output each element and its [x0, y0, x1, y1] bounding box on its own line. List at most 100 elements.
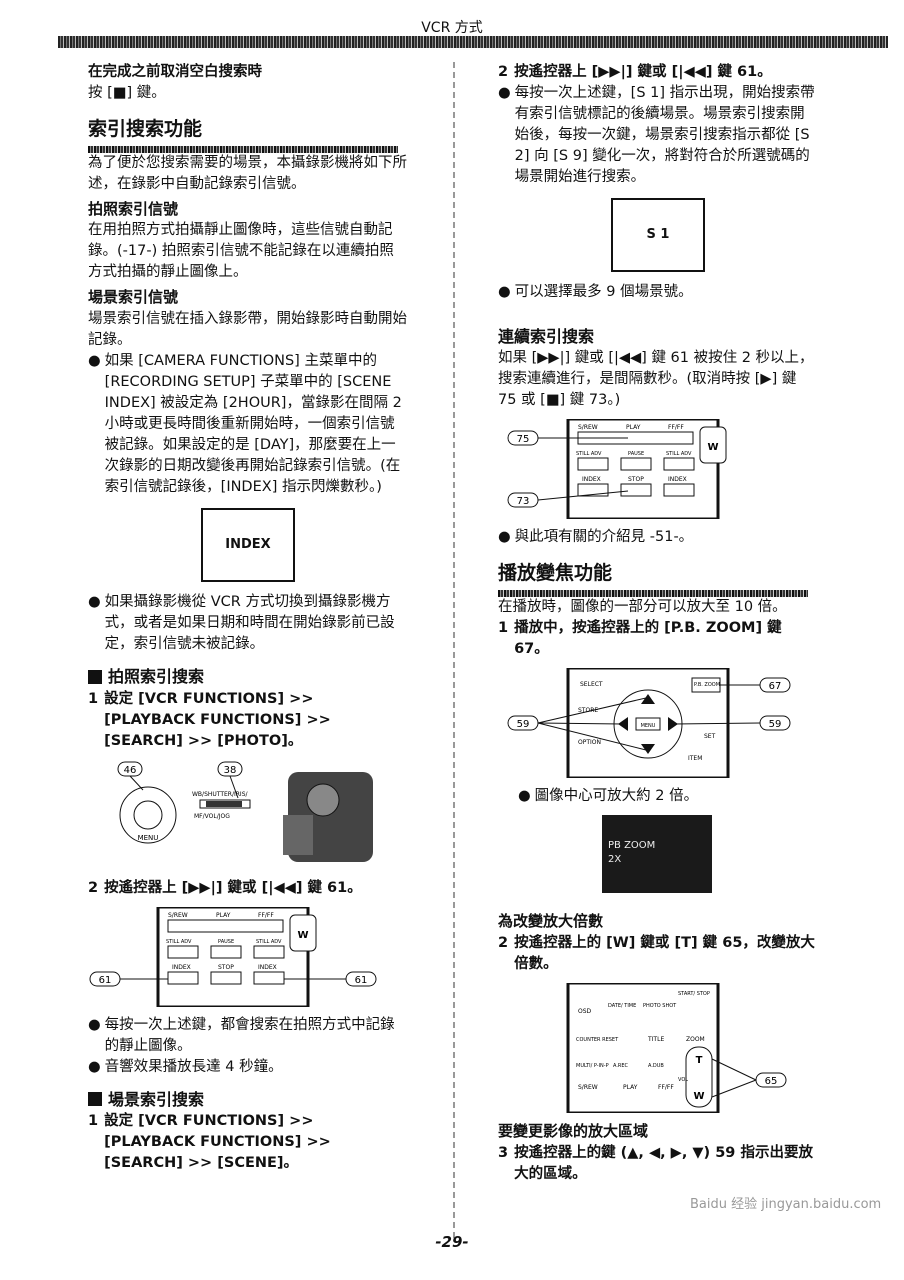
counter-label: COUNTER RESET	[576, 1037, 619, 1043]
step-text: 按遙控器上的鍵 (▲, ◀, ▶, ▼) 59 指示出要放大的區域。	[514, 1144, 813, 1182]
bullet-dot-icon: ●	[498, 85, 511, 102]
bullet-scene-index: ● 如果 [CAMERA FUNCTIONS] 主菜單中的 [RECORDING…	[88, 351, 408, 498]
page-number: -29-	[435, 1233, 469, 1251]
ff-label: FF/FF	[658, 1084, 674, 1091]
photo-bullet-1: ● 每按一次上述鍵，都會搜索在拍照方式中記錄的靜止圖像。	[88, 1015, 408, 1057]
srew-label: S/REW	[168, 912, 188, 919]
stop-label: STOP	[218, 964, 234, 971]
pause-label: PAUSE	[218, 939, 234, 945]
magnification-step-2: 2 按遙控器上的 [W] 鍵或 [T] 鍵 65，改變放大倍數。	[498, 933, 818, 975]
zoom-label: ZOOM	[686, 1036, 705, 1043]
remote-index-figure-left: W S/REW PLAY FF/FF STILL ADV PAUSE STILL…	[89, 906, 377, 1007]
bullet-dot-icon: ●	[88, 353, 101, 370]
bullet-text: 音響效果播放長達 4 秒鐘。	[104, 1058, 283, 1075]
ref-65: 65	[765, 1076, 778, 1087]
magnification-title: 為改變放大倍數	[498, 911, 604, 930]
area-step-3: 3 按遙控器上的鍵 (▲, ◀, ▶, ▼) 59 指示出要放大的區域。	[498, 1143, 818, 1185]
step-text: 按遙控器上 [▶▶|] 鍵或 [|◀◀] 鍵 61。	[104, 879, 362, 896]
zoom-screen-image: PB ZOOM 2X	[602, 814, 712, 893]
zoom-step-1: 1 播放中，按遙控器上的 [P.B. ZOOM] 鍵 67。	[498, 618, 818, 660]
step-text: 按遙控器上的 [W] 鍵或 [T] 鍵 65，改變放大倍數。	[514, 934, 815, 972]
remote-continuous-figure: W S/REW PLAY FF/FF STILL ADV PAUSE STILL…	[507, 419, 727, 520]
osd-label: OSD	[578, 1008, 592, 1015]
step-number: 2	[88, 879, 99, 896]
pause-label: PAUSE	[628, 451, 644, 457]
remote-magnification-figure: OSD DATE/ TIME PHOTO SHOT START/ STOP CO…	[566, 982, 787, 1113]
vol-label: VOL	[678, 1077, 688, 1083]
bullet-text: 每按一次上述鍵，[S 1] 指示出現，開始搜索帶有索引信號標記的後續場景。場景索…	[514, 85, 815, 186]
s1-display-box: S 1	[611, 198, 705, 273]
ref-38-label: 38	[224, 765, 237, 776]
store-label: STORE	[578, 707, 598, 714]
bullet-dot-icon: ●	[498, 529, 511, 546]
play-label: PLAY	[626, 424, 641, 431]
step-number: 1	[498, 619, 509, 636]
bullet-text: 每按一次上述鍵，都會搜索在拍照方式中記錄的靜止圖像。	[104, 1016, 395, 1054]
bullet-text: 可以選擇最多 9 個場景號。	[514, 284, 693, 301]
continuous-ref: ● 與此項有關的介紹見 -51-。	[498, 527, 818, 548]
scene-bullet-2: ● 可以選擇最多 9 個場景號。	[498, 282, 818, 303]
scene-search-heading: 場景索引搜索	[88, 1088, 408, 1111]
set-label: SET	[704, 733, 716, 740]
step-text: 播放中，按遙控器上的 [P.B. ZOOM] 鍵 67。	[514, 619, 782, 657]
stop-label: STOP	[628, 476, 644, 483]
bullet-dot-icon: ●	[88, 1058, 101, 1075]
adub-label: A.DUB	[648, 1063, 664, 1069]
srew-label: S/REW	[578, 1084, 598, 1091]
zoom-screen-level: 2X	[608, 854, 622, 866]
step-number: 2	[498, 64, 509, 80]
bullet-text: 如果 [CAMERA FUNCTIONS] 主菜單中的 [RECORDING S…	[104, 353, 402, 496]
bullet-mode-switch: ● 如果攝錄影機從 VCR 方式切換到攝錄影機方式，或者是如果日期和時間在開始錄…	[88, 592, 408, 655]
right-column: 2 按遙控器上 [▶▶|] 鍵或 [|◀◀] 鍵 61。 ● 每按一次上述鍵，[…	[498, 62, 818, 1185]
ref-46-label: 46	[124, 765, 137, 776]
wb-label: WB/SHUTTER/IRIS/	[192, 791, 249, 798]
index-search-heading: 索引搜索功能	[88, 118, 203, 141]
step-number: 2	[498, 934, 509, 951]
srew-label: S/REW	[578, 424, 598, 431]
zoom-intro: 在播放時，圖像的一部分可以放大至 10 倍。	[498, 598, 787, 615]
step-text: 設定 [VCR FUNCTIONS] >> [PLAYBACK FUNCTION…	[104, 690, 331, 749]
heading-text: 拍照索引搜索	[108, 667, 205, 687]
ref-73: 73	[517, 496, 530, 507]
zoom-heading: 播放變焦功能	[498, 562, 613, 585]
ref-61-right: 61	[355, 975, 368, 986]
index-right-label: INDEX	[258, 964, 277, 971]
ref-59-right: 59	[769, 719, 782, 730]
ref-61-left: 61	[99, 975, 112, 986]
still-left-label: STILL ADV	[576, 451, 602, 457]
ref-75: 75	[517, 434, 530, 445]
item-label: ITEM	[688, 755, 702, 762]
startstop-label: START/ STOP	[678, 991, 710, 997]
pbzoom-label: P.B. ZOOM	[694, 682, 720, 688]
still-right-label: STILL ADV	[256, 939, 282, 945]
column-divider	[453, 62, 455, 1242]
index-intro: 為了便於您搜索需要的場景，本攝錄影機將如下所述，在錄影中自動記錄索引信號。	[88, 154, 407, 192]
still-right-label: STILL ADV	[666, 451, 692, 457]
photo-search-heading: 拍照索引搜索	[88, 665, 408, 688]
heading-rule	[88, 145, 398, 153]
ff-label: FF/FF	[258, 912, 274, 919]
page-header-title: VCR 方式	[421, 20, 483, 36]
photoshot-label: PHOTO SHOT	[643, 1003, 677, 1009]
step-number: 3	[498, 1144, 509, 1161]
bullet-text: 與此項有關的介紹見 -51-。	[514, 529, 694, 546]
heading-text: 場景索引搜索	[108, 1089, 205, 1109]
cancel-text: 按 [■] 鍵。	[88, 85, 166, 102]
title-label: TITLE	[647, 1036, 664, 1043]
continuous-search-text: 如果 [▶▶|] 鍵或 [|◀◀] 鍵 61 被按住 2 秒以上，搜索連續進行，…	[498, 350, 814, 409]
photo-index-title: 拍照索引信號	[88, 199, 179, 218]
left-column: 在完成之前取消空白搜索時 按 [■] 鍵。 索引搜索功能 為了便於您搜索需要的場…	[88, 62, 408, 1174]
heading-rule	[498, 589, 808, 597]
cancel-title: 在完成之前取消空白搜索時	[88, 64, 262, 80]
w-button-label: W	[693, 1091, 704, 1102]
zoom-bullet: ● 圖像中心可放大約 2 倍。	[518, 786, 818, 807]
ff-label: FF/FF	[668, 424, 684, 431]
menu-dial-outer	[119, 786, 177, 844]
step-text: 設定 [VCR FUNCTIONS] >> [PLAYBACK FUNCTION…	[104, 1112, 331, 1171]
header-rule	[58, 36, 888, 48]
bullet-dot-icon: ●	[518, 787, 531, 804]
bullet-text: 如果攝錄影機從 VCR 方式切換到攝錄影機方式，或者是如果日期和時間在開始錄影前…	[104, 594, 395, 653]
baidu-watermark: Baidu 经验 jingyan.baidu.com	[690, 1197, 882, 1212]
still-left-label: STILL ADV	[166, 939, 192, 945]
index-left-label: INDEX	[582, 476, 601, 483]
